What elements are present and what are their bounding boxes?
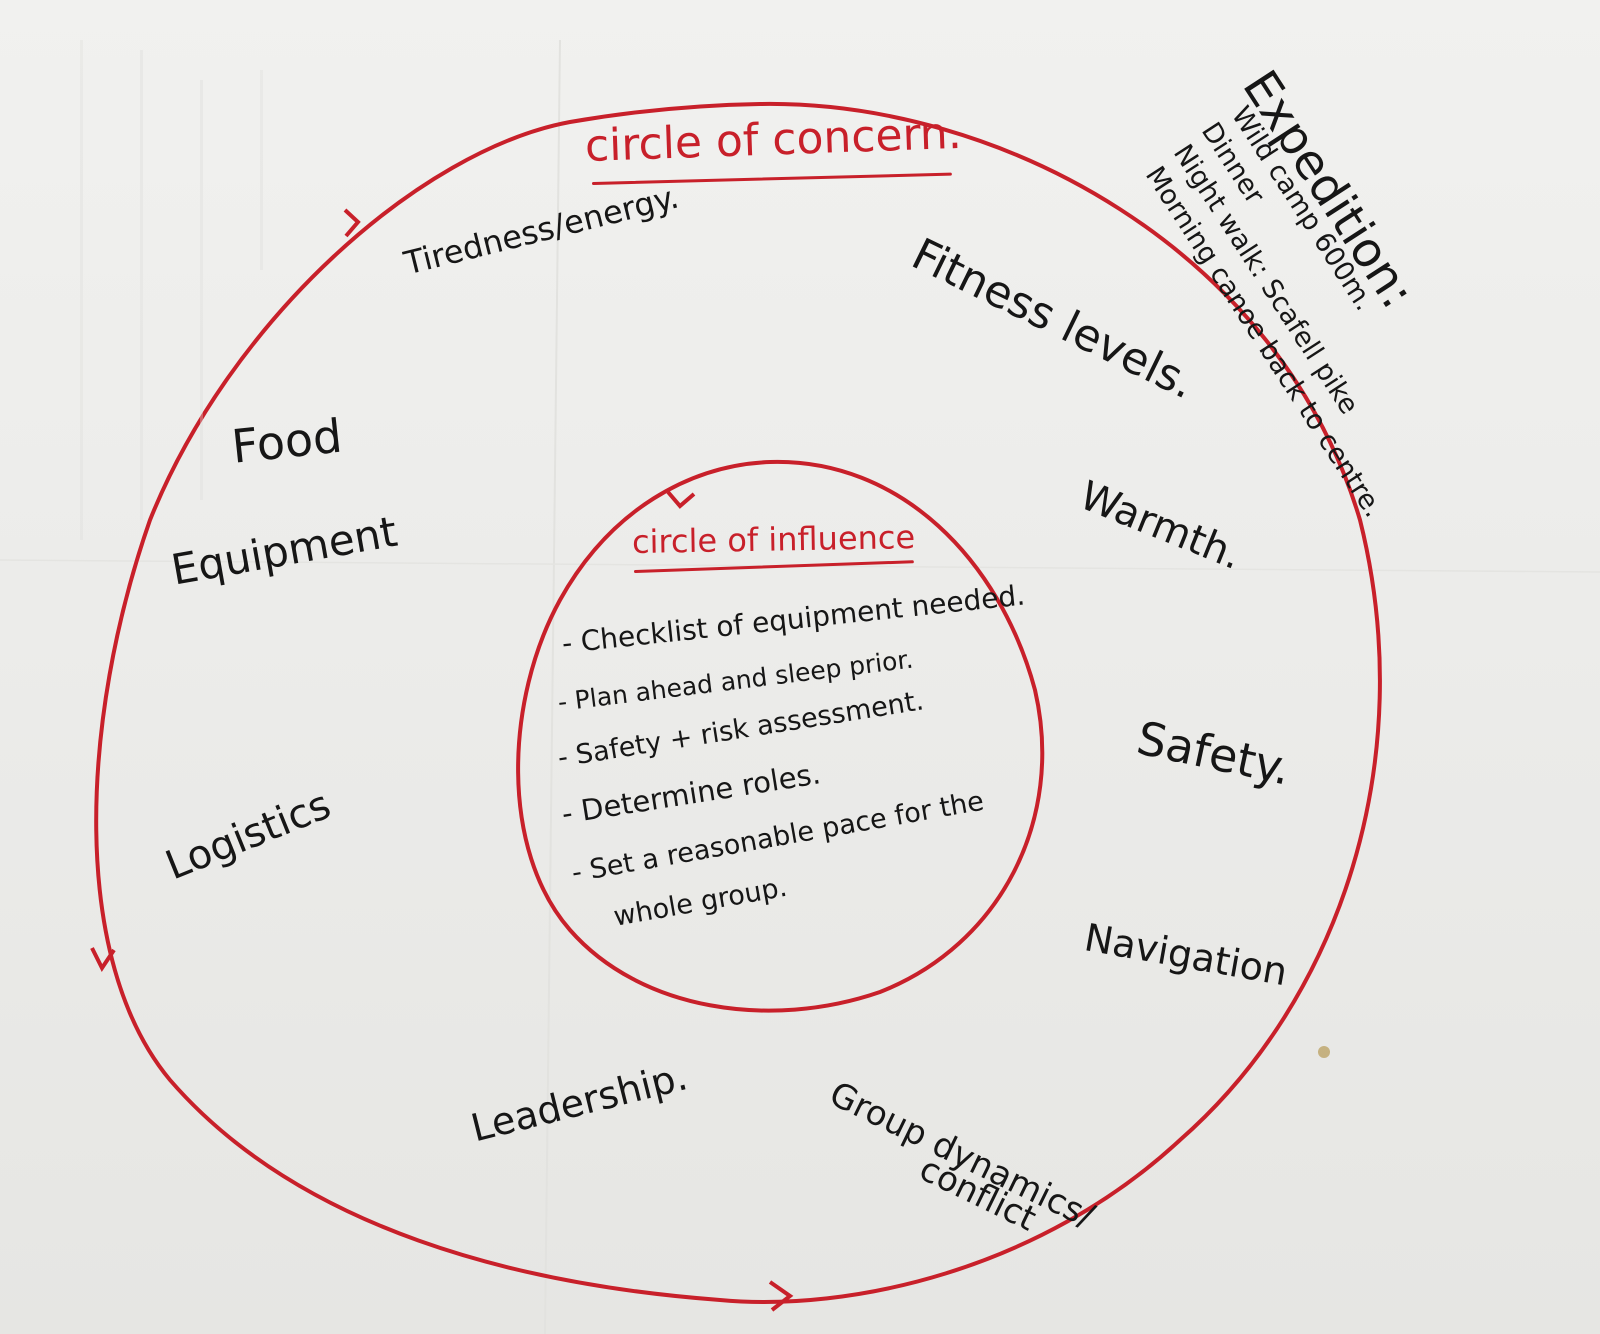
concern-item-food: Food: [229, 408, 345, 474]
circle-of-concern-title: circle of concern.: [584, 107, 963, 172]
paper-stain: [1318, 1046, 1330, 1058]
bleed-through-marks: [60, 40, 300, 560]
circle-of-influence-title: circle of influence: [631, 518, 916, 561]
concern-arrow-mark-top: [343, 208, 361, 238]
influence-arrow-mark: [666, 490, 696, 509]
paper-crease: [544, 39, 561, 1334]
circle-of-concern-outline: [94, 101, 1382, 1304]
circle-of-influence-outline: [516, 459, 1045, 1013]
concern-arrow-mark-bottom: [768, 1280, 794, 1312]
concern-arrow-mark-left: [90, 947, 116, 972]
